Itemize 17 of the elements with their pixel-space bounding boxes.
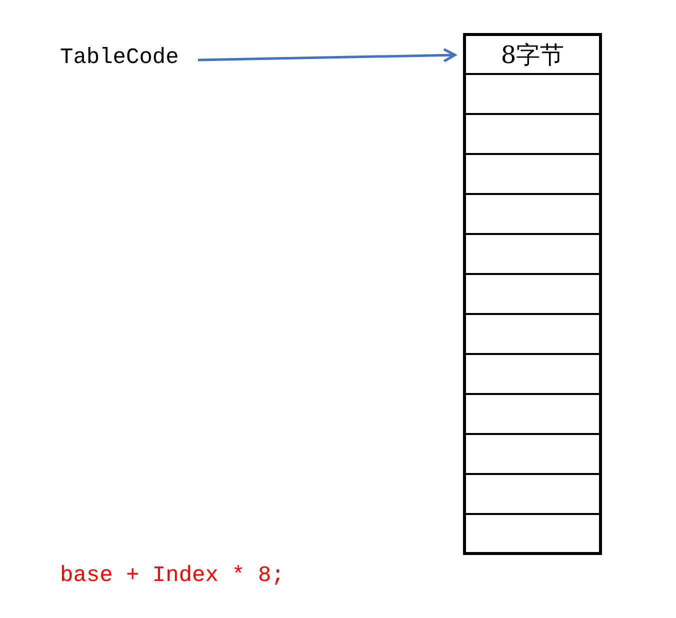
memory-cell [463, 473, 602, 515]
memory-cell [463, 33, 602, 75]
memory-cell [463, 193, 602, 235]
memory-cell [463, 233, 602, 275]
memory-cell [463, 433, 602, 475]
memory-cell [463, 153, 602, 195]
memory-cell [463, 353, 602, 395]
memory-cell [463, 73, 602, 115]
address-formula: base + Index * 8; [60, 562, 284, 590]
cell-size-text: 8字节 [500, 42, 564, 66]
memory-cell [463, 313, 602, 355]
pointer-label: TableCode [60, 44, 179, 72]
memory-cell [463, 513, 602, 555]
memory-cell [463, 273, 602, 315]
memory-cell [463, 393, 602, 435]
memory-cell [463, 113, 602, 155]
arrow [198, 48, 456, 62]
